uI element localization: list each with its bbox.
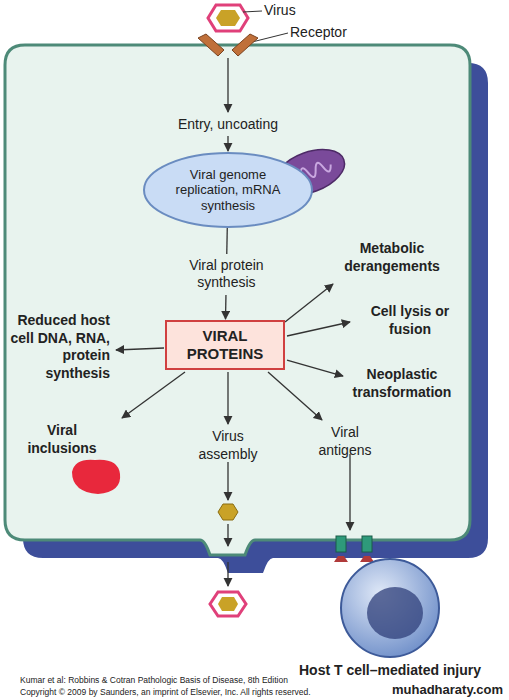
- released-virus: [210, 592, 246, 616]
- effect-label: Cell lysis or fusion: [355, 303, 465, 338]
- tcell-receptor: [334, 556, 348, 562]
- flow-arrow: [227, 524, 228, 546]
- cell-nucleus: [367, 587, 423, 639]
- step-label: Viral antigens: [305, 424, 385, 459]
- tcell-circle: Host T cell–mediated injury: [340, 558, 440, 658]
- virus-particle: [208, 5, 248, 31]
- effect-arrow: [268, 372, 322, 420]
- effect-arrow: [287, 322, 350, 336]
- node-caption: Host T cell–mediated injury: [280, 662, 500, 679]
- antigen-marker: [362, 536, 372, 552]
- effect-arrow: [227, 372, 228, 424]
- effect-label: Neoplastic transformation: [332, 366, 472, 401]
- edge-label: Viral protein synthesis: [176, 254, 276, 295]
- effect-label: Reduced host cell DNA, RNA, protein synt…: [10, 312, 110, 382]
- flow-arrow: [227, 562, 228, 586]
- leader-line: [243, 11, 262, 12]
- inclusion-body: [72, 460, 120, 494]
- effect-label: Viral inclusions: [17, 422, 107, 457]
- node-text: Viral genome replication, mRNA synthesis: [172, 167, 284, 214]
- cell-membrane: [5, 45, 470, 555]
- effect-arrow: [116, 348, 164, 350]
- credit-note: Kumar et al: Robbins & Cotran Pathologic…: [20, 675, 400, 686]
- step-label: Entry, uncoating: [153, 116, 303, 134]
- flow-arrow: [349, 454, 350, 530]
- assembled-virion: [218, 504, 238, 520]
- step-label: Virus assembly: [188, 428, 268, 463]
- callout-label: Virus: [264, 2, 324, 20]
- node-text: VIRAL PROTEINS: [167, 327, 283, 363]
- effect-arrow: [287, 360, 343, 376]
- node-outline: [340, 558, 440, 658]
- node-shape: [166, 321, 284, 369]
- callout-label: Receptor: [290, 24, 370, 42]
- replication-ellipse: Viral genome replication, mRNA synthesis: [143, 152, 313, 228]
- flow-arrow: [227, 462, 228, 500]
- process-box: VIRAL PROTEINS: [165, 320, 285, 370]
- flow-arrow: [227, 58, 228, 112]
- effect-arrow: [122, 372, 185, 418]
- node-shape: [144, 153, 312, 227]
- node-shape: [341, 559, 439, 657]
- effect-arrow: [285, 284, 333, 322]
- antigen-marker: [336, 536, 346, 552]
- credit-note: Copyright © 2009 by Saunders, an imprint…: [20, 687, 400, 698]
- receptor-symbol: [198, 34, 258, 56]
- tcell-receptor: [360, 556, 374, 562]
- flow-arrow: [227, 136, 228, 151]
- effect-label: Metabolic derangements: [327, 240, 457, 275]
- watermark: muhadharaty.com: [392, 682, 509, 698]
